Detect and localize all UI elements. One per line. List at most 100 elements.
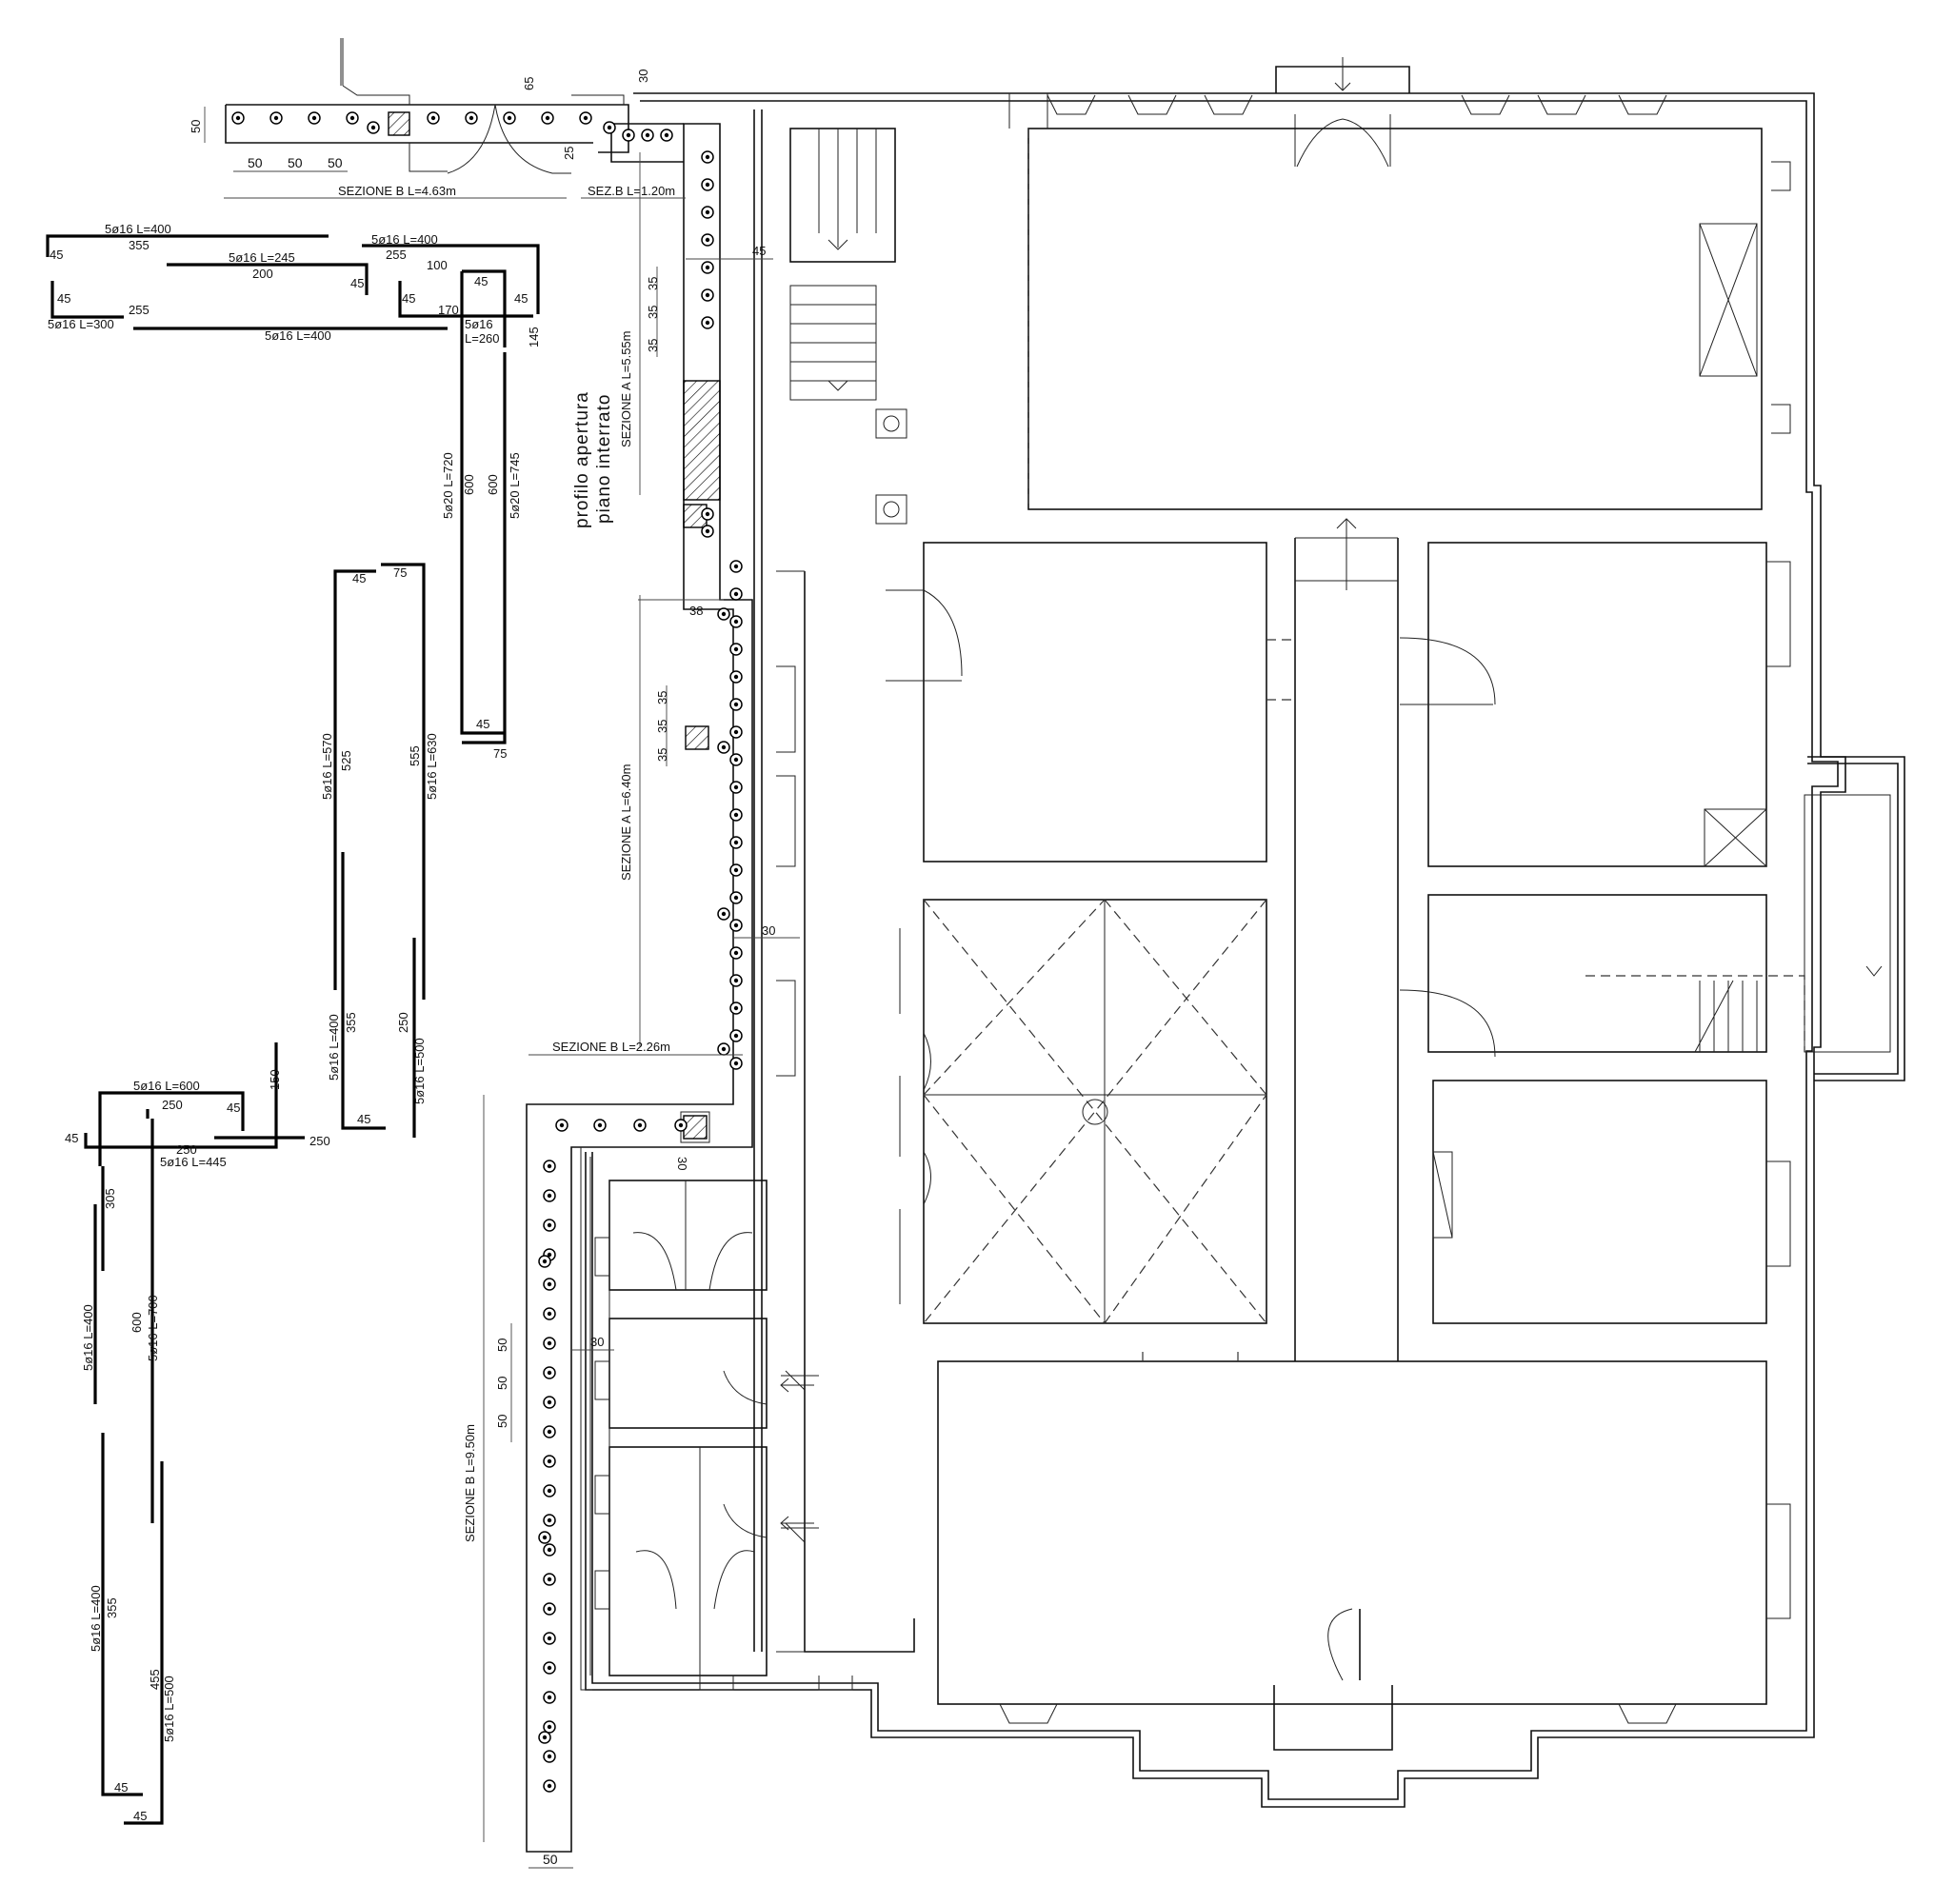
dim-50-left-b: 50 — [495, 1377, 509, 1390]
pile-marker-dot — [607, 125, 612, 130]
pile-marker-dot — [733, 1061, 739, 1066]
pile-marker-dot — [547, 1163, 552, 1169]
rebar-7-45: 45 — [352, 571, 366, 585]
dim-top-spacing-2: 50 — [288, 155, 303, 170]
rebar-7-b: 5ø16 L=630 — [425, 733, 439, 800]
dim-35-a: 35 — [646, 277, 660, 290]
pile-marker-dot — [559, 1122, 565, 1128]
rebar-1-45a: 45 — [50, 248, 63, 262]
pile-marker-dot — [430, 115, 436, 121]
rebar-1-45b: 45 — [57, 291, 70, 306]
pile-marker-dot — [733, 895, 739, 901]
pile-marker-dot — [721, 611, 727, 617]
rebar-1-255: 255 — [129, 303, 150, 317]
pile-marker-dot — [733, 591, 739, 597]
bathrooms — [594, 1180, 853, 1691]
dim-45: 45 — [752, 244, 766, 258]
pile-marker-dot — [721, 744, 727, 750]
pile-markers — [231, 111, 743, 1793]
section-label-a-2: SEZIONE A L=6.40m — [619, 764, 633, 881]
rebar-8-45: 45 — [357, 1112, 370, 1126]
dim-25: 25 — [562, 147, 576, 160]
pile-marker-dot — [370, 125, 376, 130]
pile-marker-dot — [235, 115, 241, 121]
rebar-11-45b: 45 — [133, 1809, 147, 1823]
rebar-3-100: 100 — [427, 258, 448, 272]
pile-marker-dot — [597, 1122, 603, 1128]
dim-35-mid-a: 35 — [655, 691, 669, 704]
rebar-8-a: 5ø16 L=400 — [327, 1014, 341, 1081]
pile-marker-dot — [542, 1735, 548, 1740]
rebar-9-title: 5ø16 L=600 — [133, 1079, 200, 1093]
rebar-7-555: 555 — [408, 745, 422, 766]
building-outline — [585, 66, 1905, 1808]
pile-marker-dot — [547, 1340, 552, 1346]
dim-38: 38 — [689, 604, 703, 618]
pile-marker-dot — [705, 182, 710, 188]
pile-marker-dot — [721, 911, 727, 917]
pile-marker-dot — [542, 1535, 548, 1540]
dim-bottom-width: 50 — [543, 1852, 558, 1867]
rebar-4-title: 5ø16 L=400 — [265, 328, 331, 343]
rebar-9-250b: 250 — [176, 1142, 197, 1157]
strip-doors — [340, 38, 625, 174]
note-line-1: profilo apertura — [572, 391, 592, 528]
section-labels: SEZIONE B L=4.63m SEZ.B L=1.20m SEZIONE … — [224, 152, 743, 1842]
pile-marker-dot — [547, 1193, 552, 1199]
rebar-2-45: 45 — [350, 276, 364, 290]
pile-marker-dot — [547, 1783, 552, 1789]
rebar-6-600b: 600 — [486, 474, 500, 495]
pile-marker-dot — [733, 646, 739, 652]
rebar-9-250c: 250 — [309, 1134, 330, 1148]
section-label-b-mid: SEZIONE B L=2.26m — [552, 1040, 670, 1054]
rebar-7-75: 75 — [393, 565, 407, 580]
rebar-5-len: L=260 — [465, 331, 500, 346]
pile-marker-dot — [733, 812, 739, 818]
rebar-6-a: 5ø20 L=720 — [441, 452, 455, 519]
pile-marker-dot — [469, 115, 474, 121]
foundation-strip — [225, 104, 753, 1853]
rebar-8-250: 250 — [396, 1012, 410, 1033]
section-label-b-long: SEZIONE B L=9.50m — [463, 1424, 477, 1542]
pile-marker-dot — [721, 1046, 727, 1052]
rebar-9-45b: 45 — [65, 1131, 78, 1145]
pile-marker-dot — [705, 528, 710, 534]
dim-35-mid-c: 35 — [655, 748, 669, 762]
pile-marker-dot — [705, 511, 710, 517]
pile-marker-dot — [542, 1259, 548, 1264]
section-label-a-1: SEZIONE A L=5.55m — [619, 331, 633, 447]
pile-marker-dot — [547, 1370, 552, 1376]
rebar-7-525: 525 — [339, 750, 353, 771]
pile-marker-dot — [733, 867, 739, 873]
rebar-9-150: 150 — [268, 1069, 282, 1090]
section-arrows — [780, 57, 1351, 1531]
rebar-10-305: 305 — [103, 1188, 117, 1209]
pile-marker-dot — [705, 292, 710, 298]
pile-marker-dot — [547, 1754, 552, 1759]
pile-marker-dot — [678, 1122, 684, 1128]
pile-marker-dot — [733, 619, 739, 625]
rebar-3-170: 170 — [438, 303, 459, 317]
pile-marker-dot — [733, 729, 739, 735]
rebar-8-355: 355 — [344, 1012, 358, 1033]
dim-top-width: 50 — [189, 120, 203, 133]
rebar-6-45: 45 — [476, 717, 489, 731]
pile-marker-dot — [733, 757, 739, 763]
section-label-b-short: SEZ.B L=1.20m — [588, 184, 675, 198]
rebar-8-b: 5ø16 L=500 — [412, 1038, 427, 1104]
rebar-3-45a: 45 — [402, 291, 415, 306]
pile-marker-dot — [645, 132, 650, 138]
pile-marker-dot — [547, 1636, 552, 1641]
dim-50-left-a: 50 — [495, 1339, 509, 1352]
dim-30-low: 30 — [675, 1157, 689, 1170]
pile-marker-dot — [273, 115, 279, 121]
pile-marker-dot — [547, 1311, 552, 1317]
dimension-marks: 50 50 50 50 65 30 25 45 35 35 35 38 35 3… — [189, 69, 800, 1869]
rebar-3-255: 255 — [386, 248, 407, 262]
pile-marker-dot — [705, 320, 710, 326]
rebar-9-title-b: 5ø16 L=445 — [160, 1155, 227, 1169]
pile-marker-dot — [626, 132, 631, 138]
rebar-7-a: 5ø16 L=570 — [320, 733, 334, 800]
rebar-5-45: 45 — [474, 274, 488, 288]
